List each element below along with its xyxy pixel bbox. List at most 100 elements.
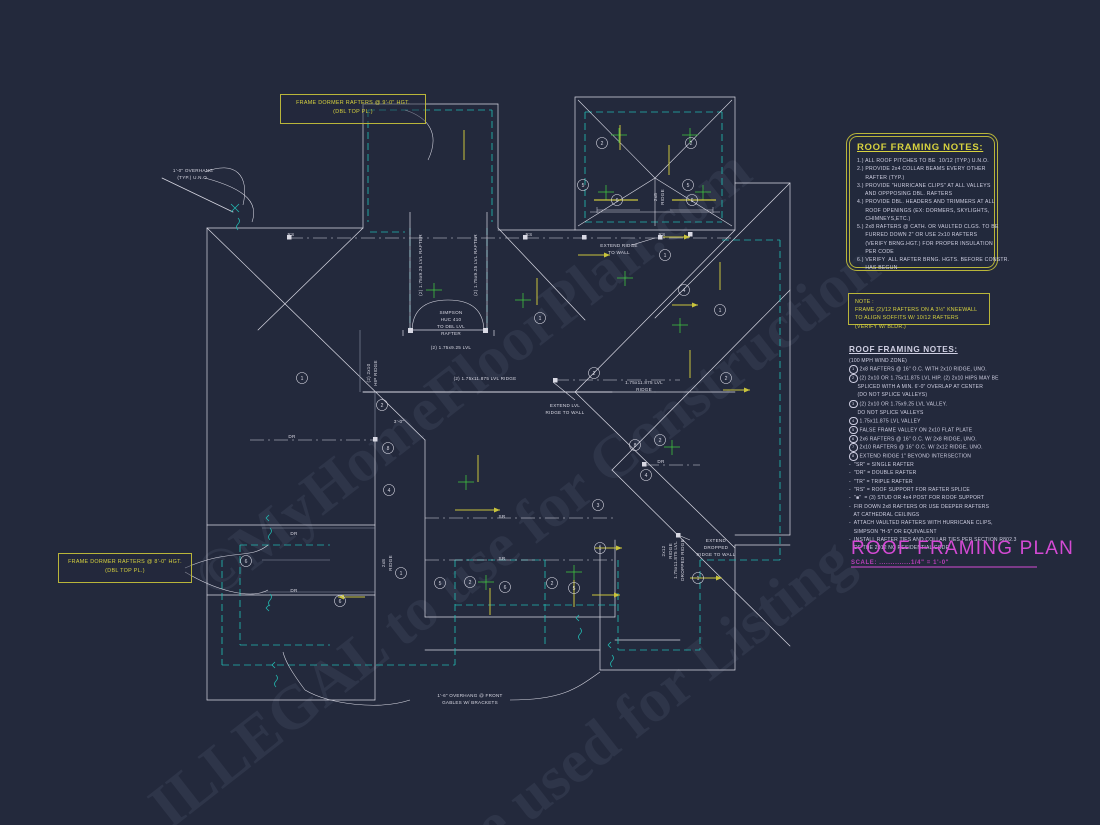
note-text: FALSE FRAME VALLEY ON 2x10 FLAT PLATE (859, 427, 973, 434)
roof-framing-note-line: (VERIFY BRNG.HGT.) FOR PROPER INSULATION (857, 240, 993, 247)
roof-framing-note2-bullet: - "SR" = SINGLE RAFTER (849, 462, 914, 469)
roof-framing-note2-bullet: - FIR DOWN 2x8 RAFTERS OR USE DEEPER RAF… (849, 503, 990, 510)
callout-dormer-9ft: FRAME DORMER RAFTERS @ 9'-0" HGT. (DBL T… (280, 94, 426, 124)
roof-framing-note-line: FURRED DOWN 2" OR USE 2x10 RAFTERS (857, 232, 978, 239)
roof-framing-note-line: ROOF OPENINGS (EX: DORMERS, SKYLIGHTS, (857, 207, 990, 214)
label-extend-dropped-ridge: EXTEND DROPPED RIDGE TO WALL (696, 538, 736, 557)
svg-text:1: 1 (697, 576, 700, 582)
roof-framing-note2-bullet: - "RS" = ROOF SUPPORT FOR RAFTER SPLICE (849, 487, 970, 494)
note-text: (2) 2x10 OR 1.75x9.25 LVL VALLEY. (859, 401, 948, 408)
roof-framing-notes-panel-2: ROOF FRAMING NOTES: (100 MPH WIND ZONE) … (849, 345, 1017, 552)
svg-text:1: 1 (539, 316, 542, 322)
svg-text:1: 1 (301, 376, 304, 382)
roof-framing-note2-bullet: - "DR" = DOUBLE RAFTER (849, 470, 917, 477)
roof-framing-note2-bullet: OF THE 2012 NC RESIDENTIAL CODE. (849, 545, 951, 552)
svg-text:1: 1 (664, 253, 667, 259)
roof-framing-note-line: 3.) PROVIDE "HURRICANE CLIPS" AT ALL VAL… (857, 182, 991, 189)
sheet-scale: SCALE: ..............1/4" = 1'-0" (851, 560, 950, 566)
svg-text:3: 3 (597, 503, 600, 509)
tag-rs-2: RS (525, 232, 533, 237)
roof-framing-note-line: HAS BEGUN (857, 265, 898, 272)
roof-framing-note-line: RAFTER (TYP.) (857, 174, 905, 181)
roof-framing-notes-2-bullets: - "SR" = SINGLE RAFTER- "DR" = DOUBLE RA… (849, 461, 1017, 552)
roof-framing-note2-line: 3(2) 2x10 OR 1.75x9.25 LVL VALLEY. (849, 399, 1014, 409)
kneewall-note-line: NOTE : (855, 299, 874, 305)
title-underline (851, 566, 1037, 568)
roof-framing-note-line: 1.) ALL ROOF PITCHES TO BE 10/12 (TYP.) … (857, 158, 989, 164)
svg-text:2: 2 (381, 403, 384, 409)
svg-text:6: 6 (504, 585, 507, 591)
note-number-badge: 4 (849, 416, 858, 426)
svg-text:2: 2 (601, 141, 604, 147)
svg-text:4: 4 (645, 473, 648, 479)
sheet-title: ROOF FRAMING PLAN (851, 538, 1075, 559)
svg-text:8: 8 (634, 443, 637, 449)
roof-framing-notes-2-subtitle: (100 MPH WIND ZONE) (849, 358, 907, 364)
kneewall-note-line: TO ALIGN SOFFITS W/ 10/12 RAFTERS (855, 315, 959, 322)
roof-framing-note2-line: DO NOT SPLICE VALLEYS (849, 409, 1014, 417)
svg-text:5: 5 (573, 586, 576, 592)
label-extend-lvl-ridge-to-wall: EXTEND LVL RIDGE TO WALL (545, 403, 585, 415)
note-text: 2x8 RAFTERS @ 16" O.C. WITH 2x10 RIDGE, … (859, 366, 987, 373)
roof-framing-note-line: 5.) 2x8 RAFTERS @ CATH. OR VAULTED CLGS.… (857, 224, 999, 230)
tag-sr-1: SR (498, 514, 506, 519)
note-text: 2x10 RAFTERS @ 16" O.C. W/ 2x12 RIDGE, U… (859, 445, 983, 452)
roof-framing-note-line: 4.) PROVIDE DBL. HEADERS AND TRIMMERS AT… (857, 199, 995, 206)
roof-framing-note2-bullet: - INSTALL RAFTER TIES AND COLLAR TIES PE… (849, 536, 1017, 543)
label-lvl-rafter-left: (2) 1.75x9.25 LVL RAFTER (418, 234, 423, 296)
roof-framing-note2-line: 2(2) 2x10 OR 1.75x11.875 LVL HIP. (2) 2x… (849, 374, 1014, 383)
note-text: SPLICED WITH A MIN. 6'-0" OVERLAP AT CEN… (857, 384, 984, 391)
svg-text:2: 2 (690, 141, 693, 147)
roof-framing-note-line: AND OPPPOSING DBL. RAFTERS (857, 191, 953, 197)
label-hip-ridge-vert: (2) 2x10 HIP RIDGE (366, 360, 378, 386)
note-number-badge: 5 (849, 425, 858, 435)
note-number-badge: 3 (849, 399, 858, 409)
label-dropped-ridge-vert: 1.75x11.875 LVL DROPPED RIDGE (673, 539, 685, 581)
svg-text:2: 2 (593, 371, 596, 377)
watermark-line2: ILLEGAL to use for Construction (137, 230, 892, 825)
callout-dormer-8ft: FRAME DORMER RAFTERS @ 8'-0" HGT. (DBL T… (58, 553, 192, 583)
note-text: EXTEND RIDGE 1" BEYOND INTERSECTION (859, 453, 972, 460)
label-ridge-2x8-top: 2x8 RIDGE (653, 189, 665, 205)
svg-text:2: 2 (725, 376, 728, 382)
note-number-badge: 6 (849, 434, 858, 444)
roof-framing-note2-line: (DO NOT SPLICE VALLEYS) (849, 391, 1014, 399)
label-ridge-2x8-left: 2x8 RIDGE (381, 555, 393, 571)
svg-text:2: 2 (659, 438, 662, 444)
label-overhang-typ: 1'-0" OVERHANG (TYP.) U.N.O. (172, 168, 214, 180)
note-text: (DO NOT SPLICE VALLEYS) (857, 392, 928, 399)
watermark-line3: May be used for Listing (327, 525, 865, 825)
note-number-badge: 2 (849, 374, 858, 383)
tag-dr-3: DR (290, 531, 298, 536)
svg-text:2: 2 (551, 581, 554, 587)
svg-text:1: 1 (599, 546, 602, 552)
roof-framing-notes-list: 1.) ALL ROOF PITCHES TO BE 10/12 (TYP.) … (857, 157, 1010, 273)
tag-dr-2: DR (657, 459, 665, 464)
tag-dr-4: DR (290, 588, 298, 593)
svg-text:2: 2 (469, 580, 472, 586)
roof-framing-notes-title: ROOF FRAMING NOTES: (857, 142, 984, 153)
tag-rs-3: RS (658, 232, 666, 237)
note-number-badge: 7 (849, 443, 858, 452)
label-lvl-rafter-right: (2) 1.75x9.25 LVL RAFTER (473, 234, 478, 296)
roof-framing-note-line: 6.) VERIFY ALL RAFTER BRNG. HGTS. BEFORE… (857, 257, 1010, 263)
svg-text:8: 8 (387, 446, 390, 452)
kneewall-note-box: NOTE : FRAME (2)/12 RAFTERS ON A 3½" KNEE… (848, 293, 990, 330)
label-lvl-ridge-main: (2) 1.75x11.875 LVL RIDGE (453, 376, 517, 381)
roof-framing-note2-bullet: SIMPSON "H-5" OR EQUIVALENT (849, 528, 937, 535)
tag-rs-1: RS (287, 232, 295, 237)
tag-sr-2: SR (498, 556, 506, 561)
dim-3-0: 3'-0" (393, 419, 405, 424)
label-lvl-2-175x925: (2) 1.75x9.25 LVL (430, 345, 472, 350)
roof-framing-note-line: 2.) PROVIDE 2x4 COLLAR BEAMS EVERY OTHER (857, 166, 986, 173)
svg-text:1: 1 (400, 571, 403, 577)
roof-framing-note2-line: SPLICED WITH A MIN. 6'-0" OVERLAP AT CEN… (849, 383, 1014, 391)
label-lvl-ridge-right: 1.75x11.875 LVL RIDGE (625, 380, 663, 392)
kneewall-note-line: FRAME (2)/12 RAFTERS ON A 3½" KNEEWALL (855, 307, 978, 314)
